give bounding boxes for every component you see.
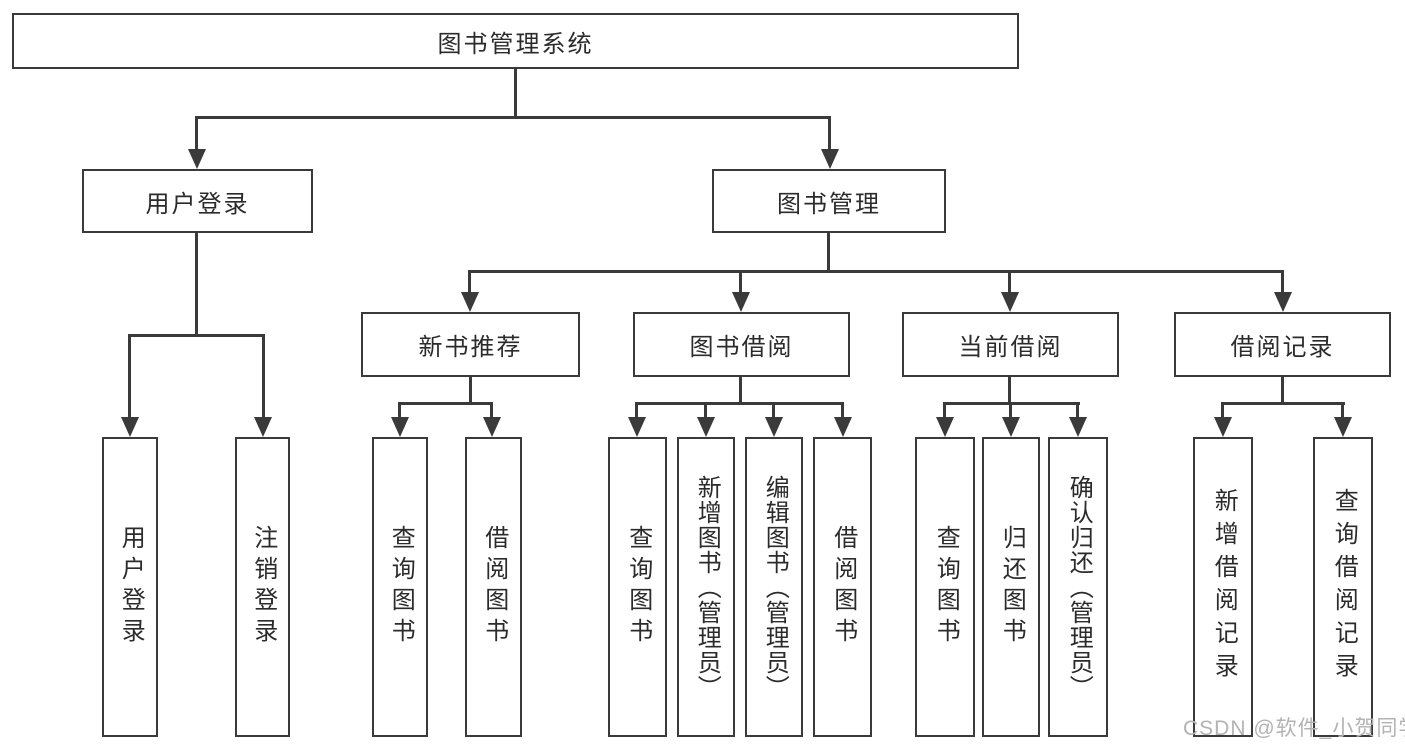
connector-line [398,402,401,418]
connector-line [1009,402,1012,418]
node-logout: 注销登录 [235,437,290,737]
connector-line [195,233,198,337]
node-query-books-current-label: 查询图书 [932,525,960,649]
node-confirm-return-admin-label: 确认归还（管理员） [1065,474,1093,700]
connector-line [841,402,844,418]
node-borrow-records: 借阅记录 [1174,312,1391,377]
connector-line [468,270,1284,273]
node-add-borrow-record: 新增借阅记录 [1193,437,1253,737]
node-confirm-return-admin: 确认归还（管理员） [1048,437,1108,737]
connector-line [739,377,742,405]
connector-line [827,233,830,273]
node-query-books-current: 查询图书 [915,437,975,737]
connector-line [739,270,742,293]
node-user-login-label: 用户登录 [145,190,250,218]
connector-line [704,402,707,418]
node-user-login: 用户登录 [82,169,313,233]
arrow-down-icon [483,417,501,437]
arrow-down-icon [1001,292,1019,312]
node-add-borrow-record-label: 新增借阅记录 [1210,488,1238,686]
node-book-borrow: 图书借阅 [633,312,850,377]
node-borrow-records-label: 借阅记录 [1230,334,1335,361]
node-borrow-books-borrow-label: 借阅图书 [829,525,857,649]
arrow-down-icon [821,149,839,169]
connector-line [943,402,946,418]
arrow-down-icon [1214,417,1232,437]
node-edit-book-admin: 编辑图书（管理员） [745,437,803,737]
connector-line [635,402,844,405]
connector-line [1221,402,1345,405]
connector-line [1281,377,1284,405]
arrow-down-icon [834,417,852,437]
node-book-management: 图书管理 [712,169,946,233]
connector-line [469,377,472,405]
node-root: 图书管理系统 [12,13,1019,69]
node-user-login-leaf: 用户登录 [102,437,158,737]
node-root-label: 图书管理系统 [437,30,594,58]
node-borrow-books-recommend-label: 借阅图书 [480,525,508,649]
arrow-down-icon [936,417,954,437]
connector-line [490,402,493,418]
node-new-book-recommend: 新书推荐 [361,312,580,377]
arrow-down-icon [765,417,783,437]
connector-line [128,334,131,418]
connector-line [828,116,831,150]
node-borrow-books-recommend: 借阅图书 [465,437,522,737]
connector-line [1076,402,1079,418]
node-query-books-recommend-label: 查询图书 [387,525,415,649]
node-book-borrow-label: 图书借阅 [689,334,794,361]
connector-line [262,334,265,418]
arrow-down-icon [391,417,409,437]
connector-line [635,402,638,418]
node-query-borrow-record-label: 查询借阅记录 [1330,488,1358,686]
node-logout-label: 注销登录 [249,525,277,649]
node-borrow-books-borrow: 借阅图书 [813,437,872,737]
arrow-down-icon [1334,417,1352,437]
connector-line [772,402,775,418]
node-return-book-label: 归还图书 [998,525,1026,649]
watermark: CSDN @软件_小贺同学 [1183,717,1405,740]
node-query-borrow-record: 查询借阅记录 [1313,437,1373,737]
node-user-login-leaf-label: 用户登录 [117,525,145,649]
node-edit-book-admin-label: 编辑图书（管理员） [761,474,789,700]
connector-line [195,116,831,119]
connector-line [1008,270,1011,293]
connector-line [195,116,198,150]
connector-line [1341,402,1344,418]
arrow-down-icon [1274,292,1292,312]
node-current-borrow-label: 当前借阅 [958,334,1063,361]
arrow-down-icon [628,417,646,437]
arrow-down-icon [121,417,139,437]
node-book-management-label: 图书管理 [777,190,881,218]
connector-line [1221,402,1224,418]
arrow-down-icon [1069,417,1087,437]
node-current-borrow: 当前借阅 [902,312,1119,377]
connector-line [398,402,493,405]
connector-line [468,270,471,293]
node-add-book-admin: 新增图书（管理员） [677,437,735,737]
connector-line [514,68,517,119]
arrow-down-icon [254,417,272,437]
node-query-books-borrow-label: 查询图书 [624,525,652,649]
arrow-down-icon [732,292,750,312]
connector-line [1281,270,1284,293]
node-query-books-borrow: 查询图书 [608,437,667,737]
arrow-down-icon [697,417,715,437]
node-add-book-admin-label: 新增图书（管理员） [693,474,721,700]
node-return-book: 归还图书 [982,437,1040,737]
connector-line [1008,377,1011,405]
arrow-down-icon [461,292,479,312]
node-new-book-recommend-label: 新书推荐 [418,334,523,361]
node-query-books-recommend: 查询图书 [372,437,428,737]
arrow-down-icon [188,149,206,169]
connector-line [128,334,265,337]
arrow-down-icon [1002,417,1020,437]
